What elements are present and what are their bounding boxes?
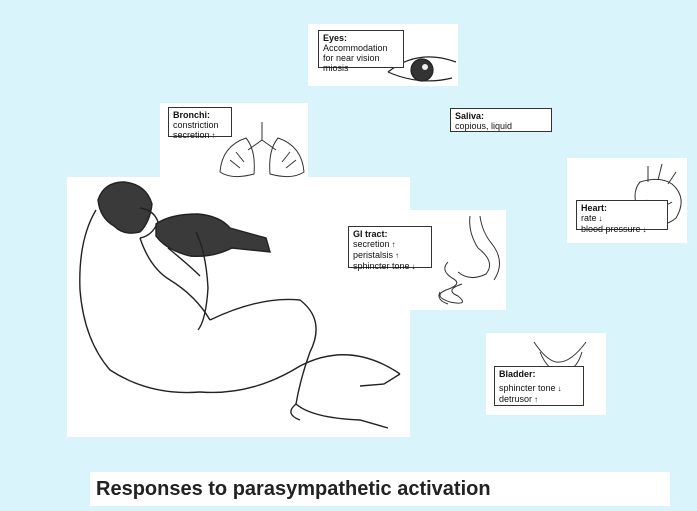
caption: Responses to parasympathetic activation <box>90 472 670 506</box>
gi-line-2: peristalsis↑ <box>353 250 400 260</box>
bronchi-heading: Bronchi: <box>173 110 210 120</box>
eyes-line-3: miosis <box>323 63 349 73</box>
bronchi-line-1: constriction <box>173 120 219 130</box>
saliva-label: Saliva: copious, liquid <box>450 108 552 132</box>
gi-label: GI tract: secretion↑ peristalsis↑ sphinc… <box>348 226 432 271</box>
down-arrow-icon: ↓ <box>642 225 647 234</box>
heart-line-2: blood pressure↓ <box>581 224 647 234</box>
bladder-label: Bladder: sphincter tone↓ detrusor↑ <box>494 366 584 406</box>
lungs-illustration <box>219 122 305 178</box>
saliva-line-1: copious, liquid <box>455 121 513 131</box>
down-arrow-icon: ↓ <box>557 384 562 393</box>
bronchi-label: Bronchi: constriction secretion↑ <box>168 107 232 140</box>
bladder-line-1: sphincter tone↓ <box>499 383 562 393</box>
up-arrow-icon: ↑ <box>211 131 216 140</box>
bladder-heading: Bladder: <box>499 369 536 379</box>
eyes-line-1: Accommodation <box>323 43 388 53</box>
gi-illustration <box>438 215 500 305</box>
saliva-heading: Saliva: <box>455 111 485 121</box>
gi-line-1: secretion↑ <box>353 239 396 249</box>
up-arrow-icon: ↑ <box>395 251 400 260</box>
bladder-line-2: detrusor↑ <box>499 394 539 404</box>
heart-line-1: rate↓ <box>581 213 603 223</box>
up-arrow-icon: ↑ <box>534 395 539 404</box>
eyes-heading: Eyes: <box>323 33 348 43</box>
eyes-line-2: for near vision <box>323 53 380 63</box>
down-arrow-icon: ↓ <box>411 262 416 271</box>
gi-heading: GI tract: <box>353 229 388 239</box>
bronchi-line-2: secretion↑ <box>173 130 216 140</box>
heart-heading: Heart: <box>581 203 608 213</box>
down-arrow-icon: ↓ <box>598 214 603 223</box>
eyes-label: Eyes: Accommodation for near vision mios… <box>318 30 404 73</box>
human-figure-illustration <box>79 181 401 429</box>
up-arrow-icon: ↑ <box>391 240 396 249</box>
gi-line-3: sphincter tone↓ <box>353 261 416 271</box>
heart-label: Heart: rate↓ blood pressure↓ <box>576 200 668 234</box>
